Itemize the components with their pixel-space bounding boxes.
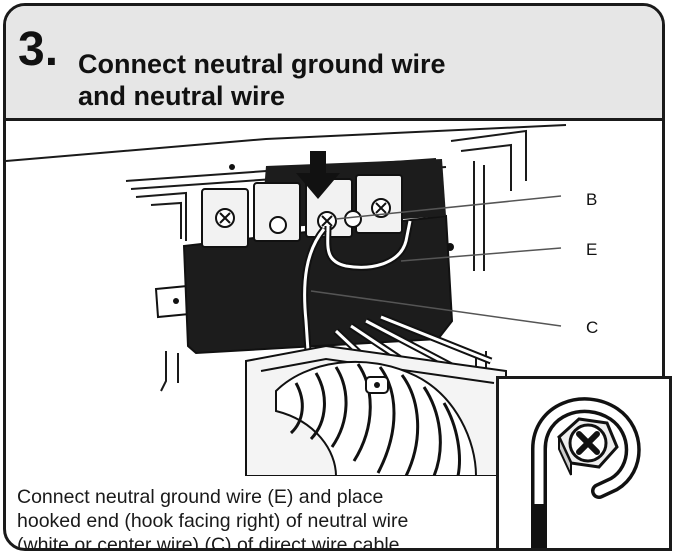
down-arrow-icon [296, 151, 340, 199]
phillips-screw-icon [215, 198, 391, 234]
hex-screw-icon [557, 417, 619, 476]
step-number: 3. [18, 23, 59, 76]
caption-line-1: Connect neutral ground wire (E) and plac… [17, 486, 384, 508]
hook-detail-inset [496, 376, 672, 551]
caption-line-3: (white or center wire) (C) of direct wir… [17, 534, 400, 551]
terminal-block-illustration: B E C [6, 124, 598, 476]
step-title-line-2: and neutral wire [78, 81, 286, 111]
caption-line-2: hooked end (hook facing right) of neutra… [17, 510, 409, 532]
instruction-panel: 3. Connect neutral ground wire and neutr… [3, 3, 665, 551]
hook-detail-illustration [531, 397, 641, 548]
callout-leaders [310, 195, 562, 327]
callout-e: E [586, 240, 597, 259]
callout-b: B [586, 190, 597, 209]
step-title: Connect neutral ground wire and neutral … [78, 48, 446, 112]
instruction-caption: Connect neutral ground wire (E) and plac… [17, 485, 507, 551]
callout-c: C [586, 318, 598, 337]
step-title-line-1: Connect neutral ground wire [78, 49, 446, 79]
step-header: 3. Connect neutral ground wire and neutr… [6, 6, 662, 121]
